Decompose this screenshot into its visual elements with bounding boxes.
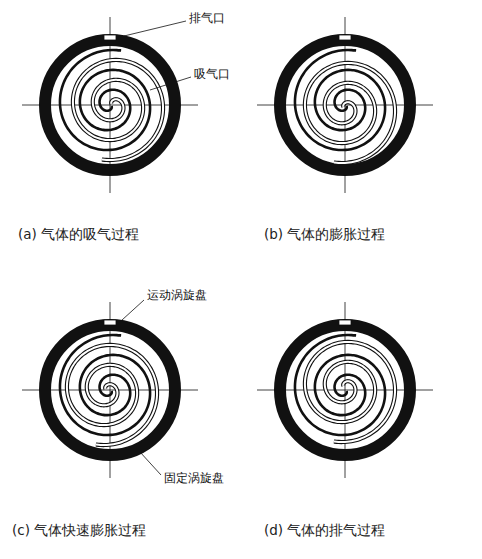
scroll-compressor-section — [257, 302, 433, 478]
part-label: 排气口 — [187, 11, 227, 25]
orbiting-scroll-inner — [73, 60, 163, 160]
housing-ring — [45, 325, 175, 455]
orbiting-scroll — [305, 63, 395, 163]
leader-line — [122, 300, 144, 320]
orbiting-scroll-inner — [305, 63, 395, 163]
scroll-compressor-section — [257, 17, 433, 193]
housing-ring — [280, 325, 410, 455]
discharge-port — [339, 320, 351, 325]
orbiting-scroll — [67, 345, 157, 445]
leader-line — [124, 21, 186, 36]
sub-caption: (c) 气体快速膨胀过程 — [10, 522, 148, 538]
sub-caption: (d) 气体的排气过程 — [262, 522, 387, 538]
scroll-compressor-section — [22, 17, 198, 193]
sub-caption: (b) 气体的膨胀过程 — [262, 226, 387, 242]
discharge-port — [339, 35, 351, 40]
discharge-port — [104, 320, 116, 325]
leader-line — [140, 452, 161, 475]
part-label: 固定涡旋盘 — [162, 471, 226, 485]
scroll-compressor-section — [22, 302, 198, 478]
part-label: 吸气口 — [192, 67, 232, 81]
sub-caption: (a) 气体的吸气过程 — [16, 226, 141, 242]
housing-ring — [280, 40, 410, 170]
discharge-port — [104, 35, 116, 40]
leader-line — [150, 77, 191, 90]
orbiting-scroll-inner — [305, 342, 395, 442]
housing-ring — [45, 40, 175, 170]
orbiting-scroll — [305, 342, 395, 442]
part-label: 运动涡旋盘 — [145, 288, 209, 302]
orbiting-scroll — [73, 60, 163, 160]
orbiting-scroll-inner — [67, 345, 157, 445]
